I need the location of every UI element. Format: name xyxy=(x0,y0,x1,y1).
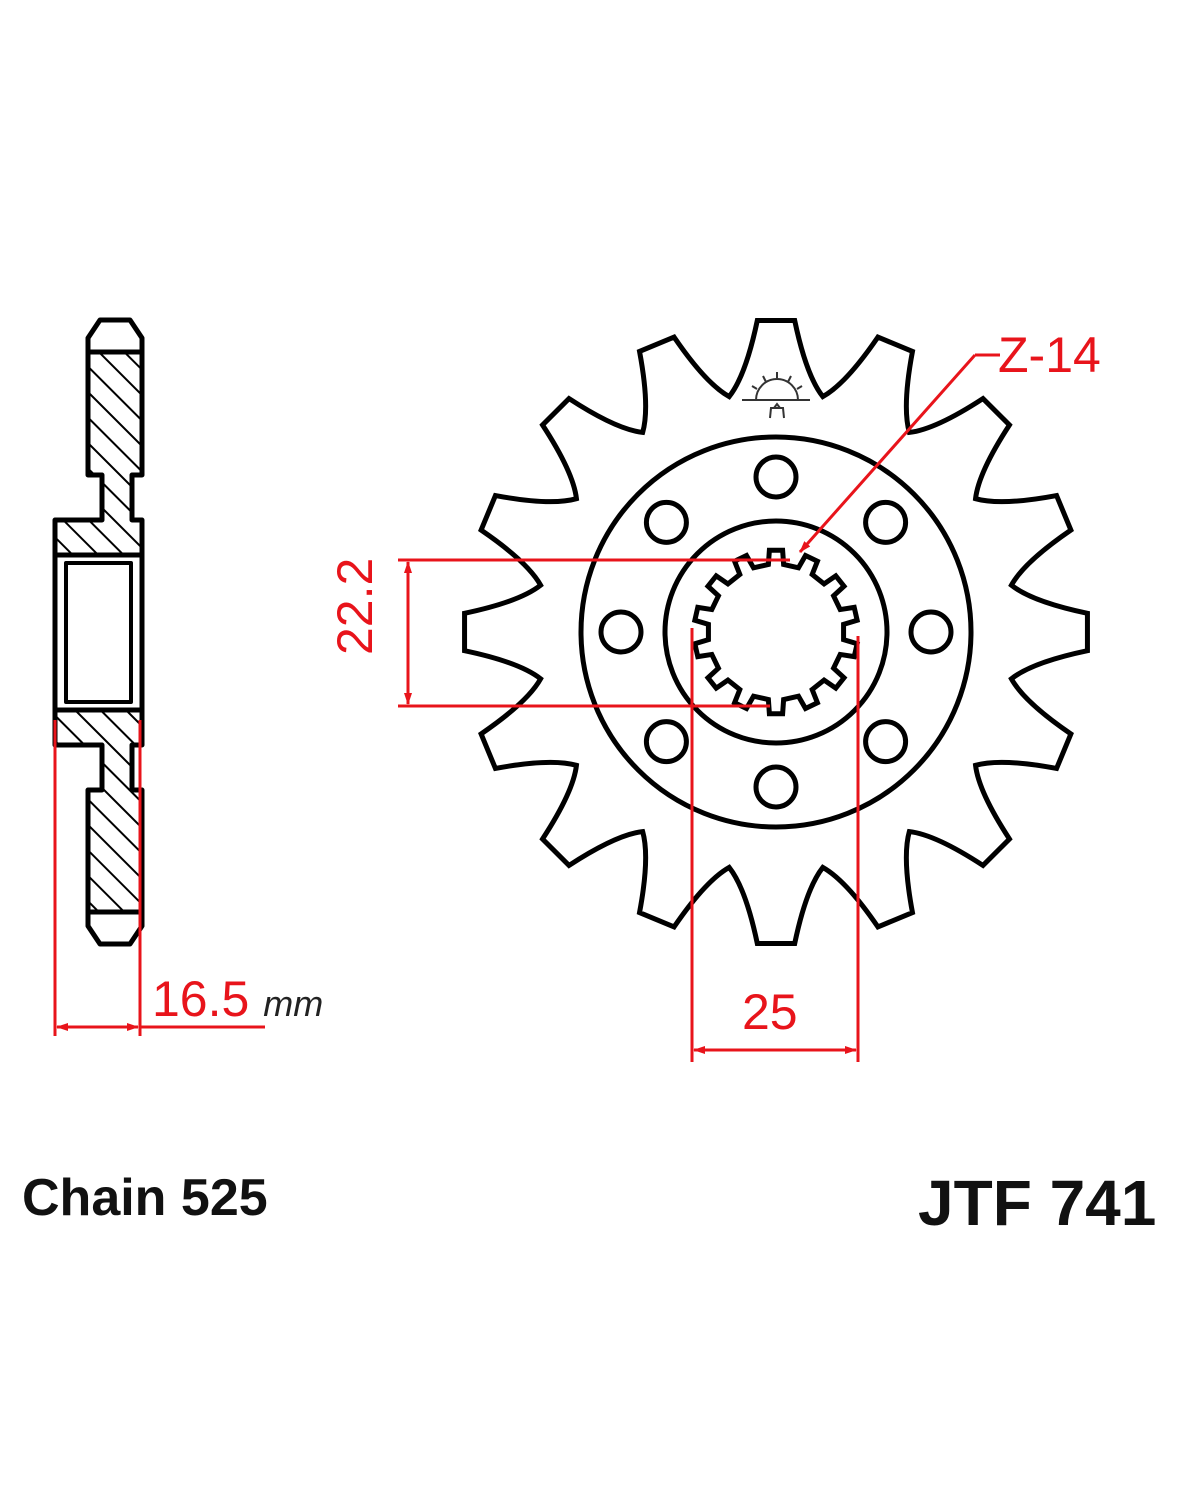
chain-label: Chain 525 xyxy=(22,1169,268,1227)
side-view xyxy=(52,317,145,947)
part-number: JTF 741 xyxy=(918,1167,1157,1239)
brand-logo xyxy=(742,372,810,419)
bolt-hole xyxy=(643,499,689,545)
bolt-hole xyxy=(863,719,909,765)
bolt-hole xyxy=(753,764,799,810)
bolt-hole xyxy=(753,454,799,500)
bolt-hole xyxy=(908,609,954,655)
side-upper-tip xyxy=(85,317,145,355)
side-bore-inner xyxy=(64,561,133,704)
side-lower-tip xyxy=(85,909,145,947)
bolt-hole xyxy=(643,719,689,765)
bolt-hole xyxy=(863,499,909,545)
thickness-value: 16.5 xyxy=(152,971,250,1027)
hub-outer-circle xyxy=(578,434,974,830)
spline-bore-outline xyxy=(691,547,861,717)
hub-inner-circle xyxy=(662,518,890,746)
z14-leader xyxy=(798,354,977,553)
bolt-hole xyxy=(598,609,644,655)
bolt-holes xyxy=(598,454,954,810)
front-view xyxy=(462,318,1090,946)
thickness-unit: mm xyxy=(263,983,324,1024)
teeth-count-label: Z-14 xyxy=(998,327,1101,383)
dimension-lines xyxy=(53,353,1000,1062)
thickness-label: 16.5 mm xyxy=(152,970,323,1028)
spline-width-label: 25 xyxy=(742,984,798,1040)
spline-diameter-label: 22.2 xyxy=(327,557,383,655)
side-upper-flange xyxy=(52,349,145,558)
side-lower-flange xyxy=(52,707,145,915)
